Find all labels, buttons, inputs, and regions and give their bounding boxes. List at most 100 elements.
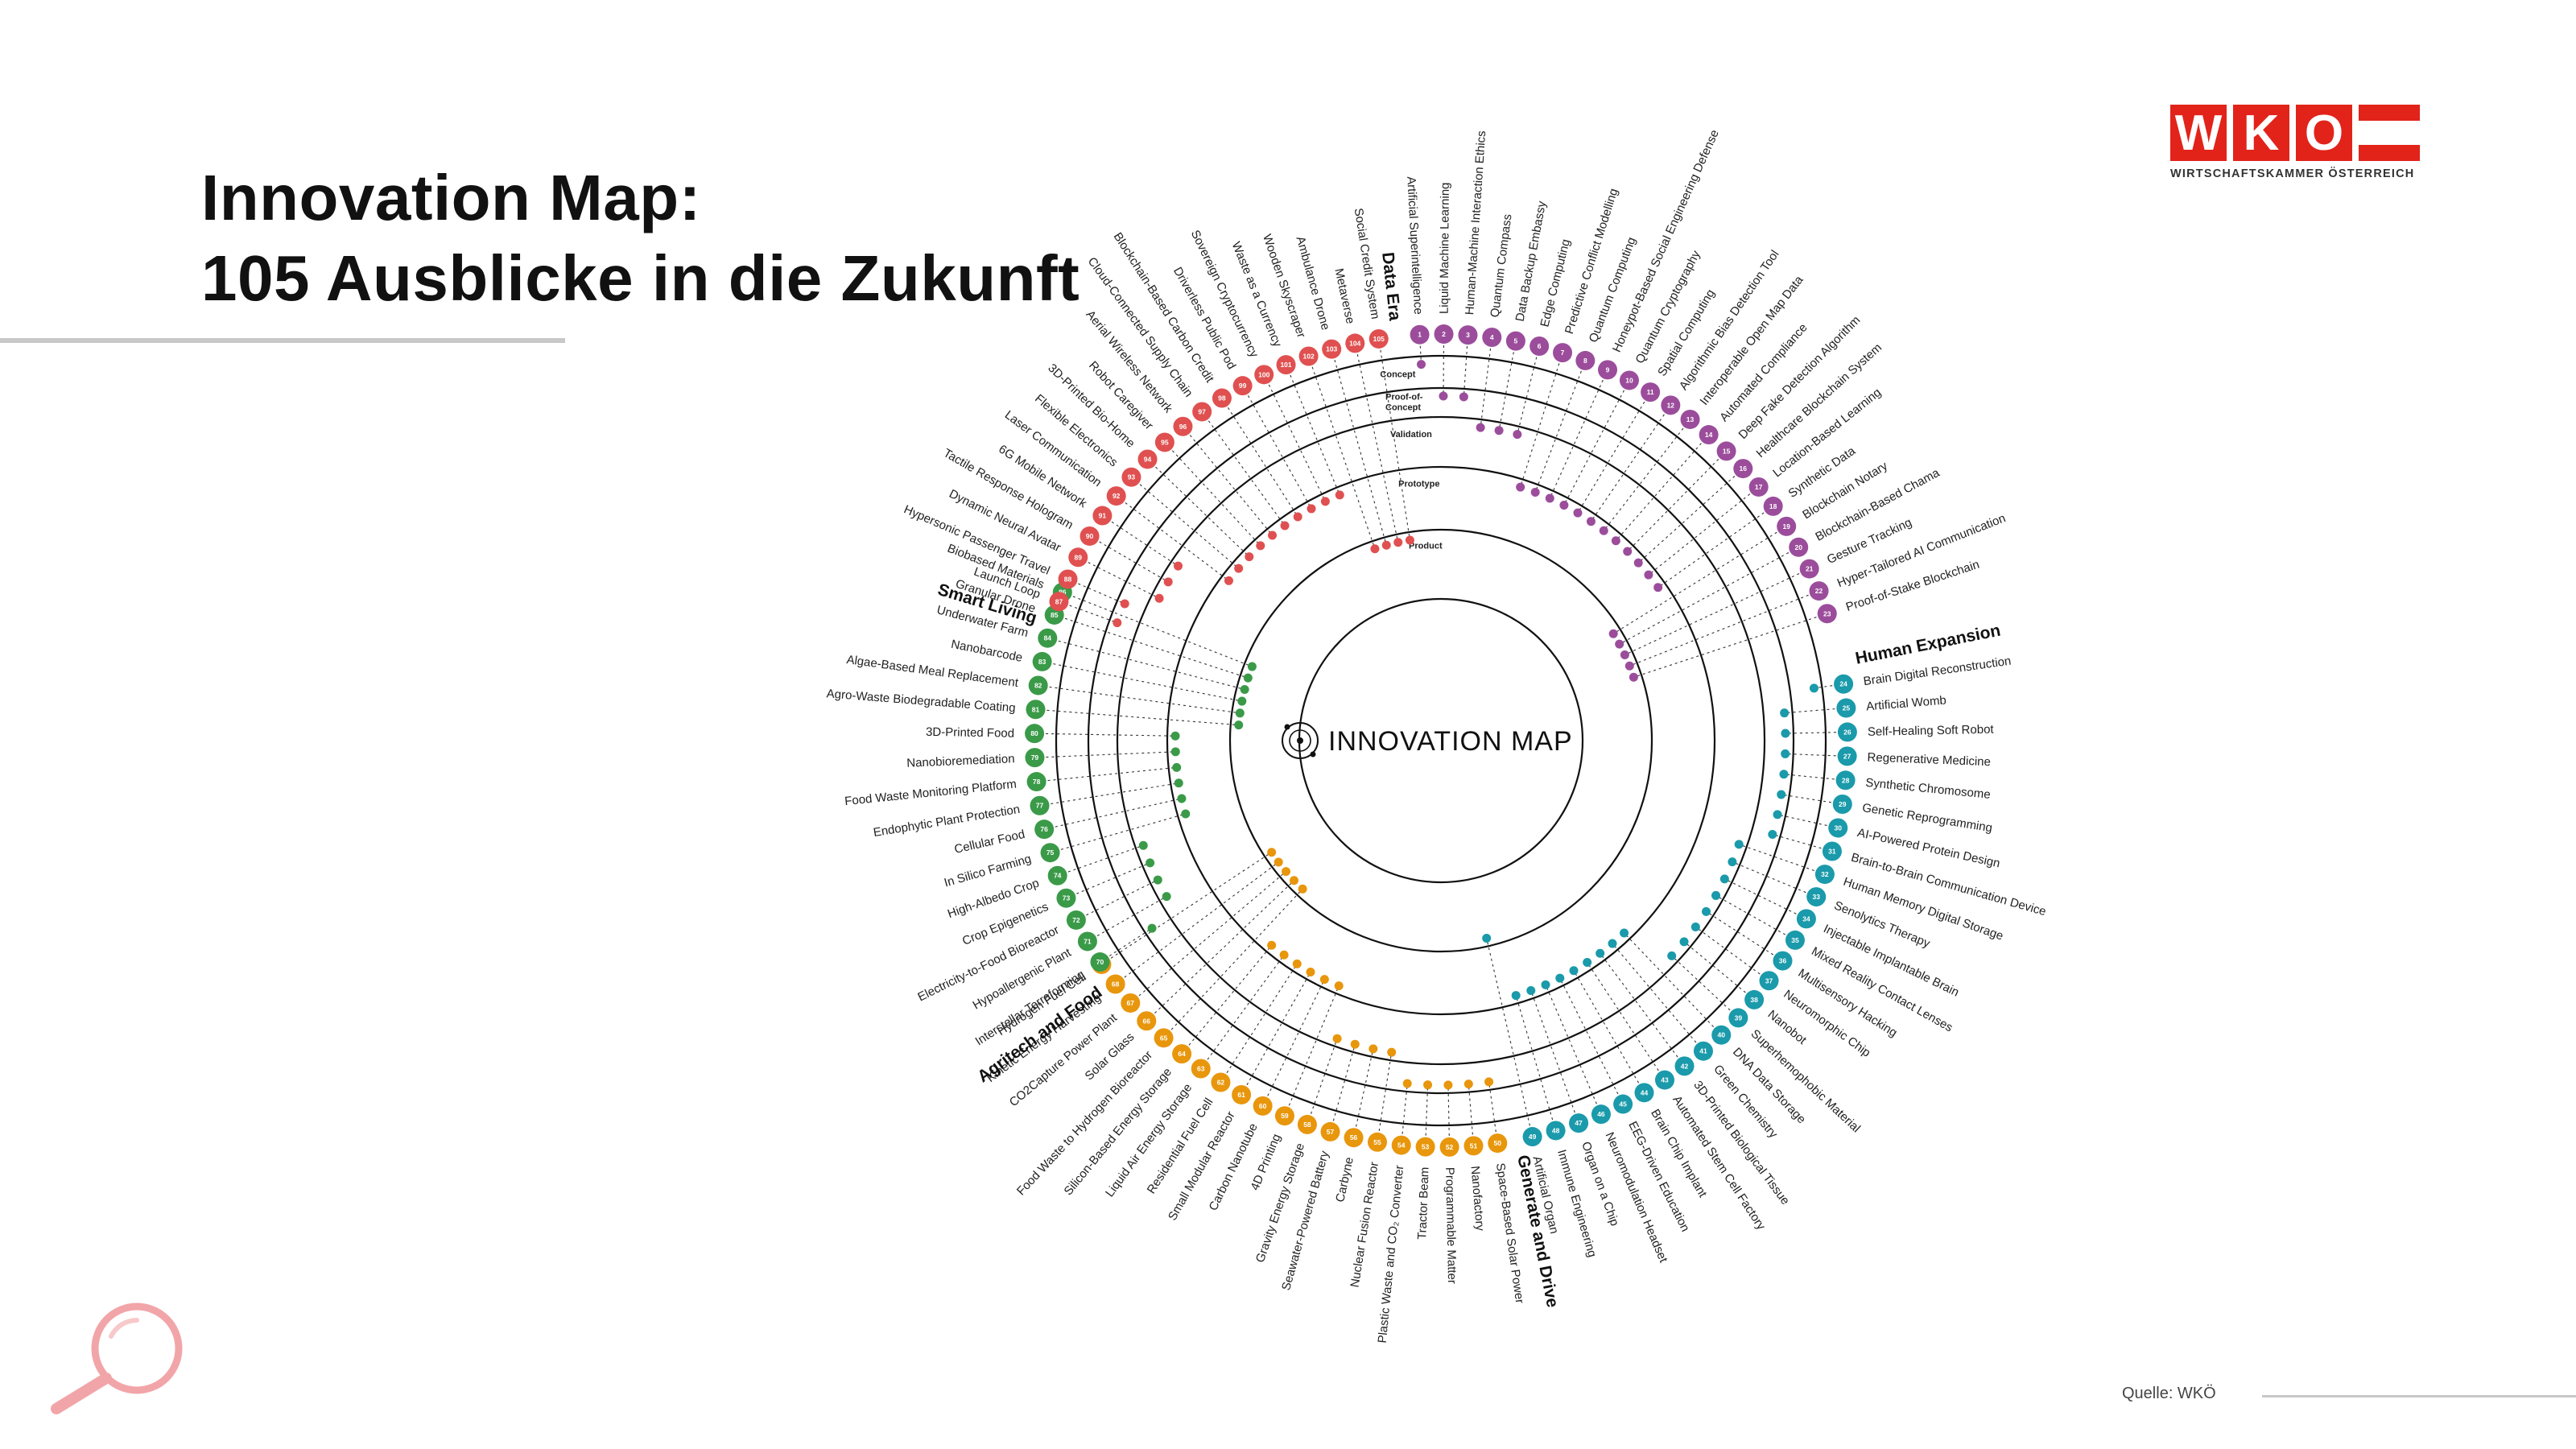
item-number: 25 (1843, 704, 1851, 712)
item-stage-marker (1545, 493, 1554, 503)
item-number-badge (1276, 355, 1296, 375)
item-stage-marker (1350, 1039, 1360, 1049)
item-number-badge (1785, 930, 1805, 950)
item-number-badge (1121, 993, 1141, 1013)
item-number: 103 (1326, 345, 1337, 353)
item-number-badge (1814, 865, 1835, 885)
item-number-badge (1837, 722, 1857, 742)
item-number-badge (1368, 328, 1389, 349)
item-stage-marker (1138, 840, 1148, 850)
item-number-badge (1056, 888, 1076, 908)
item-number-badge (1058, 569, 1078, 589)
item-number: 92 (1113, 492, 1121, 500)
logo-stripe-top (2359, 105, 2420, 121)
stage-ring-1 (1055, 354, 1827, 1127)
logo-stripe-bottom (2359, 145, 2420, 161)
item-label: Artificial Womb (1866, 694, 1947, 714)
item-stage-marker (1381, 540, 1391, 550)
item-connector (1226, 964, 1298, 1074)
item-stage-marker (1256, 541, 1265, 551)
item-stage-marker (1320, 497, 1330, 506)
item-connector (1288, 985, 1340, 1106)
item-connector (1648, 493, 1751, 576)
item-connector (1378, 1052, 1393, 1132)
item-number: 29 (1839, 800, 1847, 808)
item-connector (1486, 938, 1530, 1126)
item-number-badge (1415, 1137, 1435, 1157)
item-connector (1530, 990, 1575, 1113)
item-stage-marker (1780, 708, 1790, 718)
item-connector (1332, 1044, 1356, 1121)
magnifier-icon (51, 1302, 183, 1414)
item-connector (1055, 798, 1183, 828)
item-label: Human Memory Digital Storage (1842, 875, 2005, 943)
item-number: 38 (1750, 996, 1758, 1004)
item-connector (1619, 551, 1790, 645)
item-stage-marker (1711, 890, 1721, 900)
item-stage-marker (1476, 423, 1485, 432)
item-stage-marker (1306, 968, 1315, 977)
item-number: 57 (1327, 1128, 1335, 1136)
item-connector (1290, 374, 1340, 496)
item-number-badge (1345, 333, 1365, 353)
item-number-badge (1106, 486, 1126, 506)
item-number-badge (1254, 365, 1274, 385)
item-number: 74 (1054, 872, 1062, 880)
item-number-badge (1026, 700, 1046, 720)
item-stage-marker (1615, 639, 1624, 649)
item-number-badge (1212, 388, 1232, 408)
item-number: 60 (1259, 1102, 1267, 1110)
item-stage-marker (1653, 583, 1663, 592)
item-label: Nanobioremediation (906, 752, 1015, 770)
stage-label-2: Proof-of-Concept (1385, 393, 1423, 413)
item-number-badge (1032, 651, 1052, 671)
item-number-badge (1822, 841, 1842, 861)
item-number-badge (1806, 887, 1827, 907)
item-number-badge (1837, 746, 1857, 766)
item-number-badge (1488, 1133, 1508, 1154)
item-label: Food Waste Monitoring Platform (844, 778, 1017, 809)
item-stage-marker (1245, 552, 1254, 562)
item-number: 72 (1072, 916, 1080, 924)
item-number: 35 (1791, 936, 1799, 944)
item-stage-marker (1599, 526, 1608, 535)
item-connector (1600, 952, 1678, 1058)
item-stage-marker (1393, 538, 1403, 547)
item-connector (1154, 880, 1294, 1014)
item-connector (1739, 844, 1814, 871)
item-number: 71 (1084, 937, 1092, 945)
item-number: 32 (1821, 870, 1829, 878)
item-number: 39 (1735, 1013, 1743, 1022)
item-number: 59 (1281, 1112, 1289, 1120)
item-stage-marker (1120, 599, 1129, 609)
item-number-badge (1817, 604, 1837, 624)
item-number: 46 (1597, 1110, 1605, 1118)
item-label: Cellular Food (953, 828, 1026, 857)
item-stage-marker (1173, 561, 1183, 571)
item-connector (1695, 927, 1761, 975)
item-number: 86 (1059, 588, 1067, 597)
item-number-badge (1105, 974, 1125, 994)
item-connector (1498, 352, 1514, 431)
item-stage-marker (1247, 662, 1257, 671)
item-number: 79 (1031, 753, 1039, 762)
item-label: Agro-Waste Biodegradable Coating (826, 687, 1016, 715)
item-number-badge (1025, 748, 1045, 768)
item-number: 45 (1619, 1100, 1627, 1108)
item-connector (1046, 733, 1176, 737)
stage-ring-2 (1087, 386, 1795, 1095)
item-number-badge (1090, 952, 1110, 972)
page-title: Innovation Map: 105 Ausblicke in die Zuk… (201, 158, 1080, 319)
item-number: 77 (1036, 802, 1044, 810)
item-number-badge (1832, 794, 1852, 814)
item-connector (1683, 941, 1746, 993)
item-stage-marker (1781, 749, 1790, 758)
item-connector (1088, 562, 1160, 599)
item-number: 11 (1647, 388, 1654, 396)
item-connector (1624, 932, 1715, 1027)
item-number-badge (1796, 909, 1816, 929)
item-label: Carbyne (1333, 1156, 1356, 1203)
item-number-badge (1121, 467, 1141, 487)
